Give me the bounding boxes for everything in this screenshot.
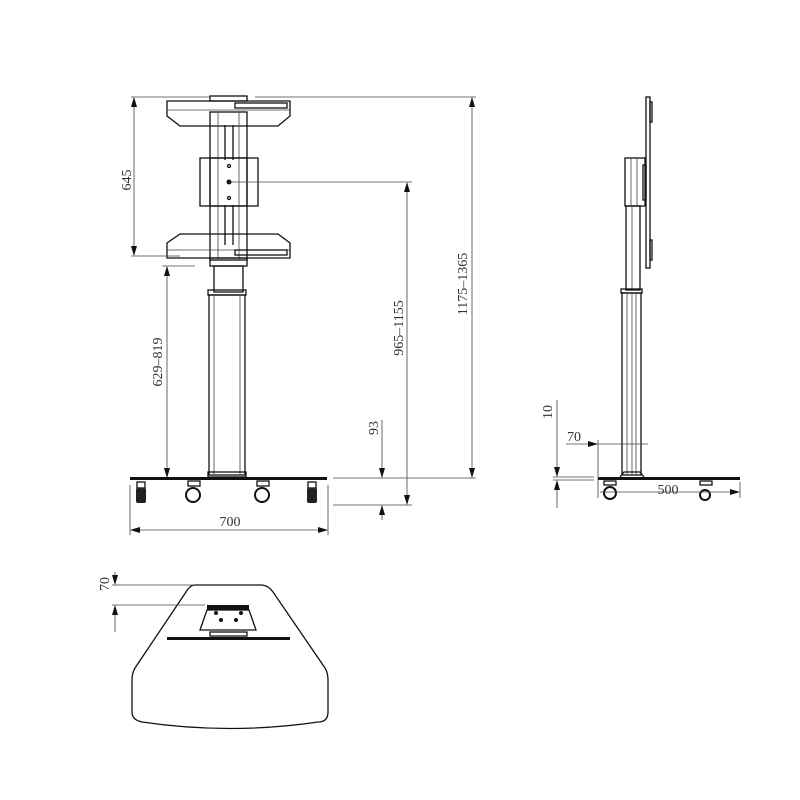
- side-base-plate: [598, 477, 740, 480]
- top-bracket: [166, 95, 291, 127]
- side-mount-box: [624, 157, 647, 207]
- dim-base-depth: 500: [658, 483, 679, 498]
- dim-base-width: 700: [220, 515, 241, 530]
- dim-center-height: 965–1155: [392, 300, 407, 355]
- dim-base-thickness: 10: [541, 405, 556, 419]
- dimension-lines-front: [129, 96, 476, 535]
- base-outline: [131, 584, 329, 730]
- caster: [307, 481, 317, 503]
- dim-bracket-bottom-height: 629–819: [151, 338, 166, 387]
- dim-bracket-height: 645: [120, 170, 135, 191]
- dim-overall-height: 1175–1365: [456, 253, 471, 315]
- caster: [699, 480, 713, 501]
- display-panel: [645, 96, 653, 269]
- pole-bracket-top: [167, 605, 290, 640]
- side-pole: [619, 205, 645, 478]
- caster: [185, 480, 201, 503]
- top-view: 70: [98, 572, 329, 730]
- vertical-mount-rails: [209, 111, 248, 261]
- dimension-lines-side: [553, 400, 741, 508]
- dimension-lines-top: [112, 572, 205, 632]
- caster: [254, 480, 270, 503]
- dim-rear-offset: 70: [98, 577, 113, 591]
- casters-side: [603, 480, 713, 501]
- base-plate: [130, 477, 327, 480]
- dim-pole-offset: 70: [567, 430, 581, 445]
- pole: [207, 265, 247, 478]
- front-view: 645 629–819 965–1155 1175–1365 93 700: [120, 95, 476, 535]
- dim-base-clearance: 93: [367, 421, 382, 435]
- casters-front: [136, 480, 317, 503]
- caster: [603, 480, 617, 500]
- caster: [136, 481, 146, 503]
- side-view: 10 70 500: [541, 96, 741, 508]
- bottom-bracket: [166, 233, 291, 267]
